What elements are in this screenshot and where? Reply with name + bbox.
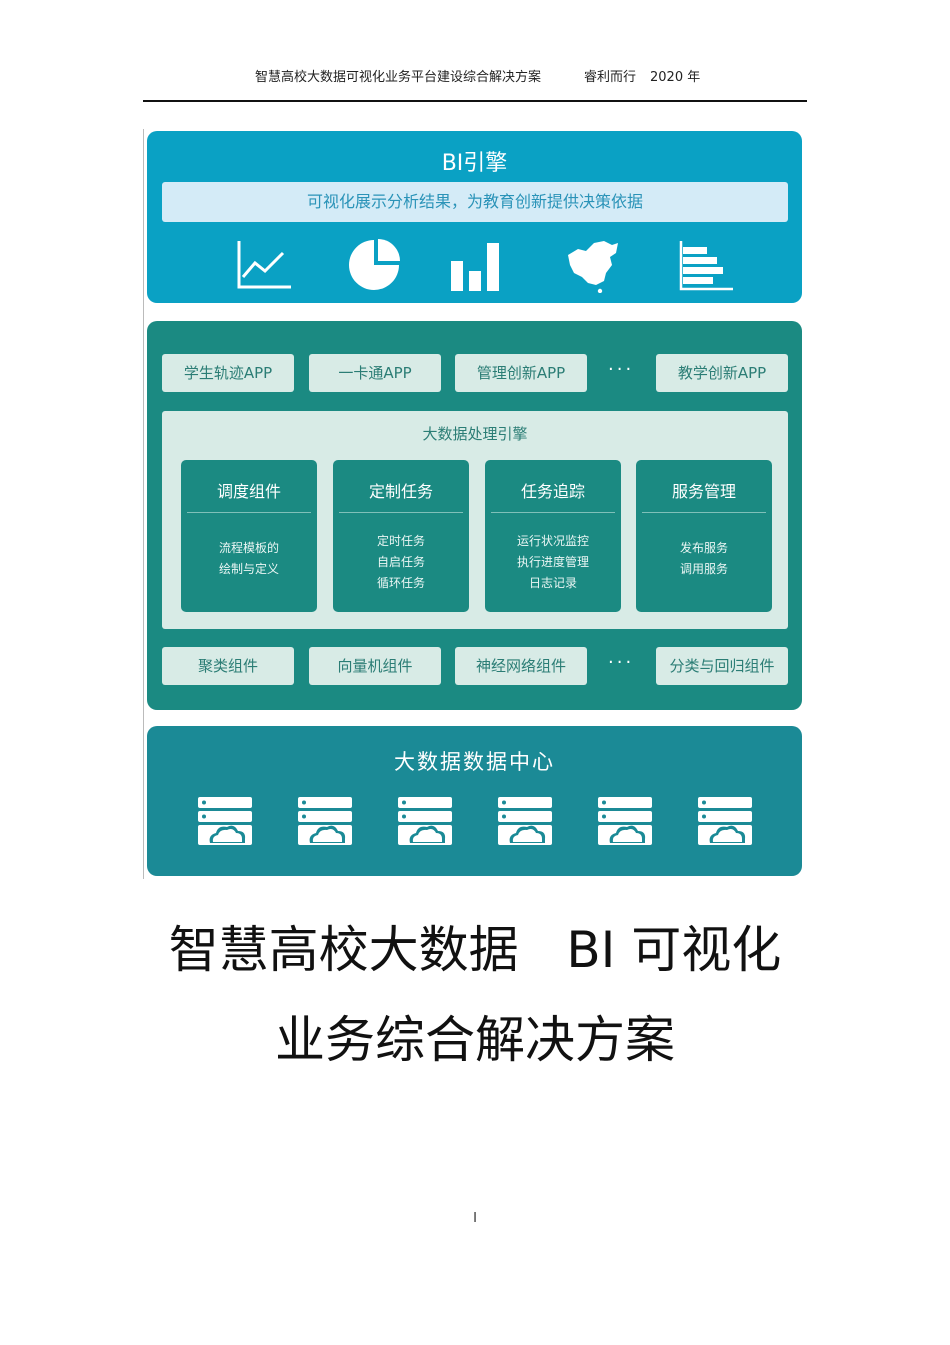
- page-number: I: [473, 1211, 477, 1226]
- document-title-line-1: 智慧高校大数据 BI 可视化: [168, 921, 782, 979]
- module-title: 任务追踪: [520, 482, 585, 501]
- china-map-icon: [568, 241, 618, 293]
- server-cloud-icon: [698, 797, 752, 845]
- module-line: 日志记录: [528, 576, 577, 590]
- module-divider: [491, 512, 615, 513]
- module-line: 绘制与定义: [218, 562, 279, 576]
- module-card-service-management: 服务管理 发布服务 调用服务: [636, 460, 772, 612]
- module-divider: [187, 512, 311, 513]
- module-line: 自启任务: [376, 555, 425, 569]
- processing-layer: 学生轨迹APP 一卡通APP 管理创新APP ··· 教学创新APP 大数据处理…: [147, 321, 802, 710]
- line-chart-icon: [237, 241, 291, 289]
- component-chip-classification-regression: 分类与回归组件: [656, 647, 788, 685]
- data-center-layer: 大数据数据中心: [147, 726, 802, 876]
- server-cloud-icon: [498, 797, 552, 845]
- architecture-diagram: BI引擎 可视化展示分析结果，为教育创新提供决策依据 学生轨迹AP: [143, 129, 806, 879]
- module-line: 定时任务: [376, 534, 425, 548]
- server-cloud-icon: [398, 797, 452, 845]
- component-chip-clustering: 聚类组件: [162, 647, 294, 685]
- header-author: 睿利而行: [584, 70, 637, 85]
- big-data-engine-panel: 大数据处理引擎 调度组件 流程模板的 绘制与定义 定制任务 定时任务 自启任务 …: [162, 411, 788, 629]
- engine-title: 大数据处理引擎: [422, 425, 528, 443]
- module-card-task-tracking: 任务追踪 运行状况监控 执行进度管理 日志记录: [485, 460, 621, 612]
- server-cloud-icon: [298, 797, 352, 845]
- horizontal-bar-chart-icon: [679, 241, 733, 291]
- app-ellipsis: ···: [608, 359, 635, 380]
- module-line: 执行进度管理: [516, 555, 589, 569]
- module-line: 循环任务: [376, 576, 425, 590]
- module-title: 定制任务: [368, 482, 433, 501]
- module-line: 流程模板的: [218, 541, 279, 555]
- data-center-title: 大数据数据中心: [394, 750, 555, 774]
- pie-chart-icon: [349, 239, 400, 290]
- header-rule: [143, 100, 807, 102]
- module-line: 运行状况监控: [516, 534, 589, 548]
- module-line: 发布服务: [679, 541, 728, 555]
- component-ellipsis: ···: [608, 652, 635, 673]
- header-title: 智慧高校大数据可视化业务平台建设综合解决方案: [255, 70, 542, 85]
- module-title: 服务管理: [671, 482, 736, 501]
- document-title-line-2: 业务综合解决方案: [275, 1011, 675, 1069]
- component-chip-svm: 向量机组件: [309, 647, 441, 685]
- header-year: 2020 年: [650, 70, 701, 85]
- server-cloud-icon: [198, 797, 252, 845]
- running-header: 智慧高校大数据可视化业务平台建设综合解决方案 睿利而行 2020 年: [0, 66, 950, 86]
- module-title: 调度组件: [216, 482, 281, 501]
- module-line: 调用服务: [679, 562, 728, 576]
- component-chip-neural-network: 神经网络组件: [455, 647, 587, 685]
- app-chip-campus-card: 一卡通APP: [309, 354, 441, 392]
- bi-engine-layer: BI引擎 可视化展示分析结果，为教育创新提供决策依据: [147, 131, 802, 303]
- server-cloud-icon: [598, 797, 652, 845]
- bi-engine-title: BI引擎: [441, 151, 508, 176]
- module-card-scheduling: 调度组件 流程模板的 绘制与定义: [181, 460, 317, 612]
- app-chip-management: 管理创新APP: [455, 354, 587, 392]
- app-chip-student-track: 学生轨迹APP: [162, 354, 294, 392]
- app-chip-teaching: 教学创新APP: [656, 354, 788, 392]
- module-divider: [642, 512, 766, 513]
- module-divider: [339, 512, 463, 513]
- bar-chart-icon: [451, 243, 499, 291]
- bi-engine-banner: 可视化展示分析结果，为教育创新提供决策依据: [162, 182, 788, 222]
- module-card-custom-tasks: 定制任务 定时任务 自启任务 循环任务: [333, 460, 469, 612]
